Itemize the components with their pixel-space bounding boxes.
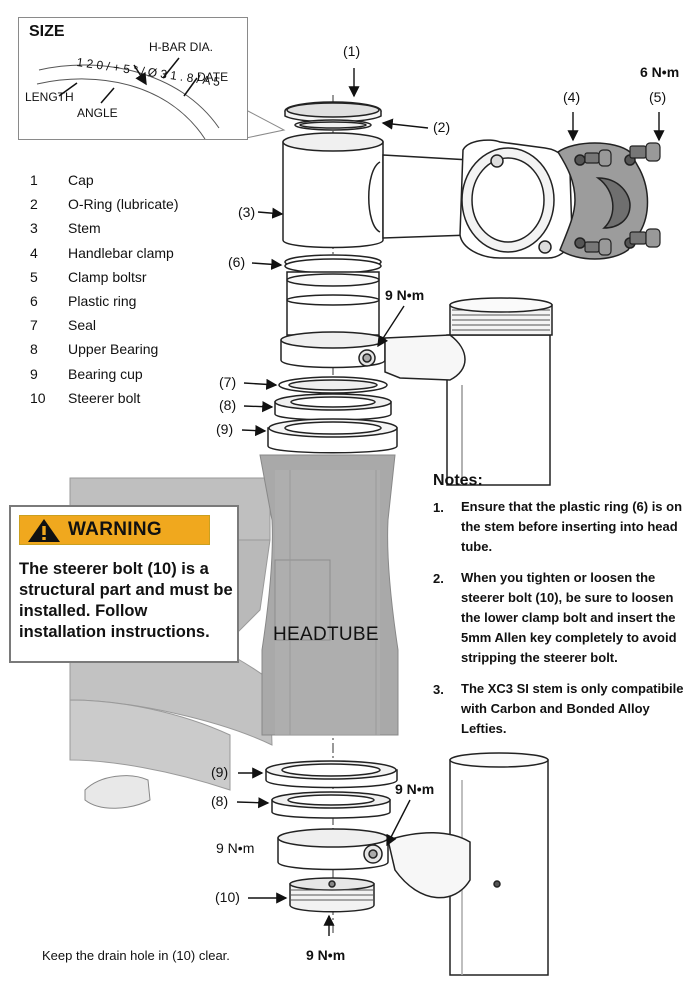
torque-lower-clamp-left: 9 N•m xyxy=(216,840,255,856)
note-text: Ensure that the plastic ring (6) is on t… xyxy=(461,499,683,554)
part-name: Upper Bearing xyxy=(68,341,159,358)
callout-4: (4) xyxy=(563,89,581,105)
stem-lower-body xyxy=(286,271,380,336)
headtube-body xyxy=(259,454,399,736)
part-name: Stem xyxy=(68,220,101,237)
callout-6: (6) xyxy=(228,254,246,270)
bearing-cup-lower-part xyxy=(265,760,398,789)
note-number: 3. xyxy=(433,682,444,697)
handlebar-clamp-part xyxy=(556,142,649,260)
list-item: 3 Stem xyxy=(30,220,178,244)
callout-5: (5) xyxy=(649,89,667,105)
warning-header: WARNING xyxy=(19,515,210,545)
callout-9-lower: (9) xyxy=(211,764,229,780)
part-name: O-Ring (lubricate) xyxy=(68,196,179,213)
note-text: When you tighten or loosen the steerer b… xyxy=(461,570,677,665)
note-number: 2. xyxy=(433,571,444,586)
size-callout: SIZE 1 2 0 / + 5 ° / Ø 3 1 . 8 / A 5 H-B… xyxy=(18,17,248,140)
list-item: 6 Plastic ring xyxy=(30,293,178,317)
list-item: 9 Bearing cup xyxy=(30,366,178,390)
stem-part xyxy=(282,132,573,259)
upper-crown-clamp xyxy=(280,331,466,381)
note-number: 1. xyxy=(433,500,444,515)
seal-part xyxy=(278,376,388,394)
callout-8-lower: (8) xyxy=(211,793,229,809)
lower-crown-clamp xyxy=(277,828,501,899)
part-name: Cap xyxy=(68,172,94,188)
angle-label: ANGLE xyxy=(77,106,118,120)
size-callout-pointer xyxy=(245,109,286,139)
list-item: 4 Handlebar clamp xyxy=(30,245,178,269)
cap-part xyxy=(284,101,382,123)
date-label: DATE xyxy=(197,70,229,84)
part-name: Plastic ring xyxy=(68,292,137,309)
plastic-ring-part xyxy=(284,254,382,274)
list-item: 2 O-Ring (lubricate) xyxy=(30,196,178,220)
part-number: 10 xyxy=(30,389,46,406)
part-number: 4 xyxy=(30,244,38,261)
clamp-bolts-part xyxy=(584,142,661,256)
warning-triangle-icon xyxy=(28,519,60,542)
list-item: 8 Upper Bearing xyxy=(30,341,178,365)
leader-lines xyxy=(236,68,665,936)
part-number: 3 xyxy=(30,220,38,237)
headtube-label: HEADTUBE xyxy=(273,624,379,645)
part-number: 5 xyxy=(30,268,38,285)
bearing-cup-upper-part xyxy=(267,418,398,454)
part-number: 2 xyxy=(30,196,38,213)
warning-title: WARNING xyxy=(68,519,162,540)
callout-7: (7) xyxy=(219,374,237,390)
callout-8: (8) xyxy=(219,397,237,413)
list-item: 1 Cap xyxy=(30,172,178,196)
part-name: Clamp boltsr xyxy=(68,268,147,285)
callout-2: (2) xyxy=(433,119,451,135)
length-label: LENGTH xyxy=(25,90,74,104)
callout-1: (1) xyxy=(343,43,361,59)
torque-clamp-bolts: 6 N•m xyxy=(640,64,680,80)
part-name: Bearing cup xyxy=(68,365,143,382)
note-text: The XC3 SI stem is only compatibile with… xyxy=(461,681,684,736)
size-title: SIZE xyxy=(29,23,65,40)
steerer-bolt-part xyxy=(289,877,375,913)
warning-text: The steerer bolt (10) is a structural pa… xyxy=(19,560,233,641)
upper-bearing-part xyxy=(274,393,392,421)
lower-bearing-part xyxy=(271,791,391,819)
part-number: 9 xyxy=(30,365,38,382)
hbar-dia-label: H-BAR DIA. xyxy=(149,40,214,54)
list-item: 7 Seal xyxy=(30,317,178,341)
part-name: Seal xyxy=(68,317,97,334)
notes-title: Notes: xyxy=(433,472,483,489)
part-number: 7 xyxy=(30,317,38,334)
list-item: 5 Clamp boltsr xyxy=(30,269,178,293)
callout-9: (9) xyxy=(216,421,234,437)
part-number: 8 xyxy=(30,341,38,358)
footer-note: Keep the drain hole in (10) clear. xyxy=(42,948,230,963)
callout-3: (3) xyxy=(238,204,256,220)
size-scale-arc xyxy=(36,57,220,139)
torque-steerer-bolt: 9 N•m xyxy=(306,947,346,963)
torque-lower-clamp: 9 N•m xyxy=(395,781,435,797)
warning-box: WARNING The steerer bolt (10) is a struc… xyxy=(9,505,239,663)
o-ring-part xyxy=(294,119,372,131)
parts-list: 1 Cap 2 O-Ring (lubricate) 3 Stem 4 Handleba… xyxy=(30,172,178,414)
callout-10: (10) xyxy=(215,889,240,905)
part-name: Steerer bolt xyxy=(68,389,141,406)
torque-upper-clamp: 9 N•m xyxy=(385,287,425,303)
fork-leg-upper xyxy=(446,297,553,486)
part-number: 6 xyxy=(30,292,38,309)
part-name: Handlebar clamp xyxy=(68,244,174,261)
part-number: 1 xyxy=(30,172,38,188)
list-item: 10 Steerer bolt xyxy=(30,390,178,414)
